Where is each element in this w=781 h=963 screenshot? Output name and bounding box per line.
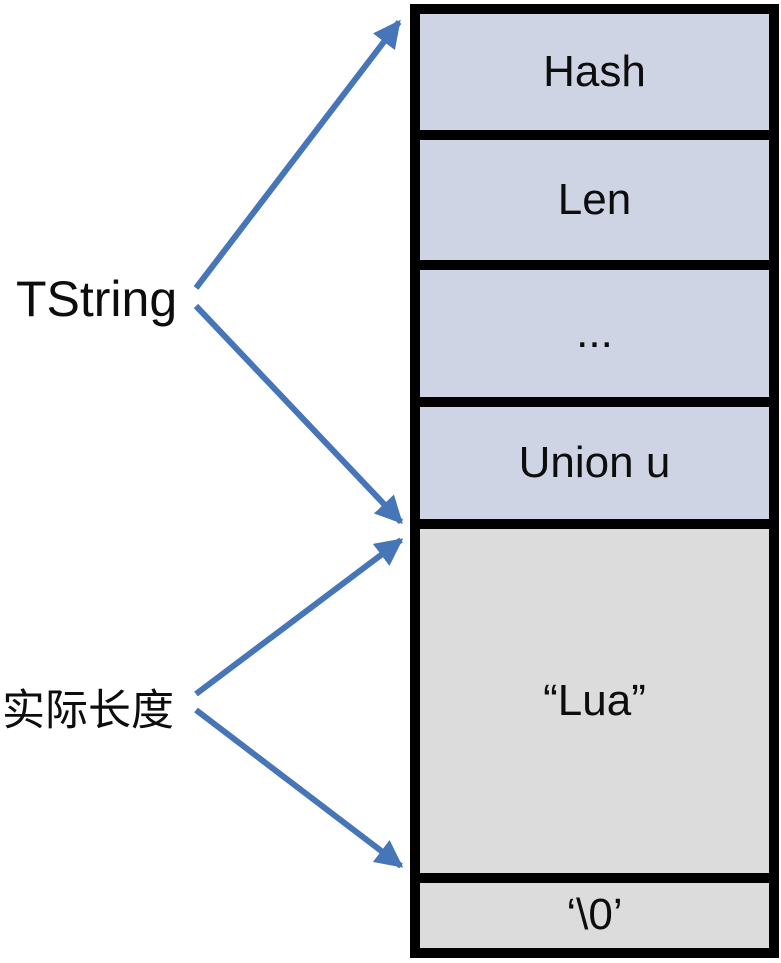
arrow-length-to-string-bottom [194,707,404,869]
label-tstring: TString [16,271,178,327]
cell-null-terminator-label: ‘\0’ [566,890,623,940]
memory-layout-column: Hash Len ... Union u “Lua” ‘\0’ [410,4,779,958]
cell-len: Len [420,140,769,261]
cell-null-terminator: ‘\0’ [420,882,769,948]
cell-union-u-label: Union u [518,437,671,487]
cell-ellipsis-label: ... [576,308,613,358]
cell-lua-string-label: “Lua” [543,675,646,725]
cell-lua-string: “Lua” [420,528,769,873]
cell-len-label: Len [557,175,632,225]
cell-hash: Hash [420,14,769,131]
cell-union-u: Union u [420,406,769,519]
arrow-tstring-to-struct-bottom [193,303,404,525]
label-actual-length: 实际长度 [2,687,174,735]
arrow-tstring-to-struct-top [193,19,402,290]
cell-hash-label: Hash [543,47,646,97]
cell-ellipsis: ... [420,270,769,397]
arrow-length-to-string-top [194,537,404,697]
